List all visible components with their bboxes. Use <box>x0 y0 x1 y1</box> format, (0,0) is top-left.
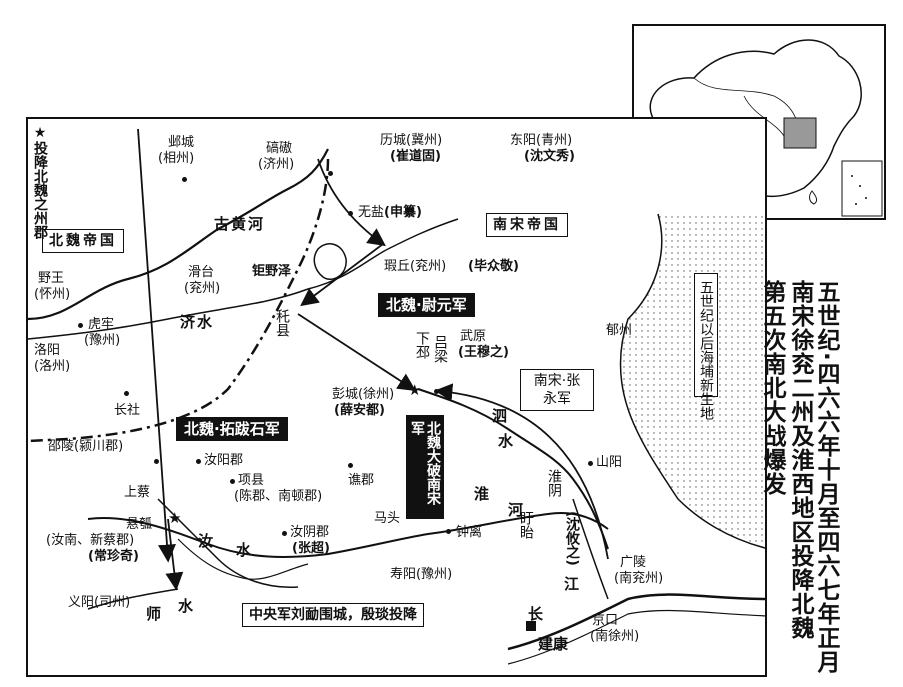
label-juye-lake: 钜野泽 <box>252 264 292 279</box>
place-hulao: 虎牢 <box>88 317 115 332</box>
place-guangling-sub: (南兖州) <box>614 571 664 586</box>
place-ruyin: 汝阴郡 <box>290 525 330 540</box>
battle-note: 北魏大破南宋军 <box>406 415 444 519</box>
place-yuzhou: 郁州 <box>606 323 633 338</box>
place-qiaoao: 碻磝 <box>266 141 293 156</box>
yangtze-river <box>507 593 765 651</box>
place-yewang: 野王 <box>38 271 65 286</box>
place-qiaojun: 谯郡 <box>348 473 375 488</box>
central-army-note: 中央军刘勔围城，殷琰投降 <box>242 603 424 627</box>
inset-highlight-region <box>783 117 817 149</box>
place-jingkou: 京口 <box>592 613 619 628</box>
title-line-1: 五世纪·四六六年十月至四六七年正月 <box>813 280 839 674</box>
arrow-wei-tuoba <box>137 128 176 563</box>
place-guangling: 广陵 <box>620 555 647 570</box>
place-changshe: 长社 <box>114 403 141 418</box>
place-huatai: 滑台 <box>188 265 215 280</box>
star-xuanhu: ★ <box>168 509 182 527</box>
place-licheng: 历城(冀州) <box>380 133 443 148</box>
place-chixian: 秅县 <box>274 309 290 337</box>
title-line-3: 第五次南北大战爆发 <box>759 280 785 496</box>
coastal-new-land <box>620 214 765 548</box>
coastline <box>619 213 765 549</box>
place-zhongli: 钟离 <box>456 525 483 540</box>
place-matou: 马头 <box>374 511 401 526</box>
place-wuyan: 无盐 <box>358 205 385 220</box>
arrow-song-zhang <box>434 383 609 560</box>
place-pengcheng-sub: (薛安都) <box>334 403 385 418</box>
army-wei-tuoba: 北魏·拓跋石军 <box>176 417 288 441</box>
title-line-2: 南宋徐兖二州及淮西地区投降北魏 <box>787 280 813 640</box>
place-yecheng: 邺城 <box>168 135 195 150</box>
juye-lake <box>313 243 347 280</box>
place-shouyang: 寿阳(豫州) <box>390 567 453 582</box>
place-pengcheng: 彭城(徐州) <box>332 387 395 402</box>
army-song-zhang: 南宋·张永军 <box>520 369 594 411</box>
place-qiaoao-sub: (济州) <box>258 157 295 172</box>
place-luoyang: 洛阳 <box>34 343 61 358</box>
place-dongyang-sub: (沈文秀) <box>524 149 575 164</box>
arrow-to-chixian <box>300 243 384 307</box>
place-xiaqiu: 瑕丘(兖州) <box>384 259 447 274</box>
place-wuyuan-sub: (王穆之) <box>458 345 509 360</box>
place-xuanhu-sub2: (常珍奇) <box>88 549 139 564</box>
map-lines <box>28 128 765 665</box>
region-north-wei: 北魏帝国 <box>42 229 124 253</box>
place-ruyin-sub: (张超) <box>292 541 330 556</box>
place-xuanhu-sub: (汝南、新蔡郡) <box>46 533 135 548</box>
ancient-yellow-river <box>28 148 329 321</box>
label-ru-1: 汝 <box>198 532 216 550</box>
region-south-song: 南宋帝国 <box>486 213 568 237</box>
arrow-wei-north <box>317 158 386 247</box>
label-huai-1: 淮 <box>474 485 492 503</box>
place-hulao-sub: (豫州) <box>84 333 121 348</box>
place-xiangxian-sub: (陈郡、南顿郡) <box>234 489 323 504</box>
label-shi-1: 师 <box>146 605 164 623</box>
huai-river <box>87 511 609 558</box>
label-chang-1: 长 <box>528 605 546 623</box>
label-si-2: 水 <box>498 432 516 450</box>
place-yiyang: 义阳(司州) <box>68 595 131 610</box>
label-yellow-river: 古黄河 <box>214 215 266 233</box>
place-yecheng-sub: (相州) <box>158 151 195 166</box>
label-ji-river: 济水 <box>180 313 215 331</box>
ru-river <box>157 498 299 588</box>
place-xiaqiu-sub: (毕众敬) <box>468 259 519 274</box>
place-huaiyin-sub: (沈攸之) <box>564 511 580 566</box>
place-huatai-sub: (兖州) <box>184 281 221 296</box>
place-xuanhu: 悬瓠 <box>126 517 153 532</box>
place-luoyang-sub: (洛州) <box>34 359 71 374</box>
army-wei-yuchi: 北魏·尉元军 <box>378 293 475 317</box>
place-huaiyin: 淮阴 <box>546 469 562 497</box>
ji-river <box>28 218 459 340</box>
place-licheng-sub: (崔道固) <box>390 149 441 164</box>
si-river <box>417 388 609 550</box>
place-jiankang: 建康 <box>538 635 569 653</box>
label-huai-2: 河 <box>508 501 526 519</box>
arrow-to-pengcheng <box>297 313 417 391</box>
capital-marker <box>526 621 536 631</box>
place-lvliang: 吕梁 <box>432 335 448 363</box>
place-xiapi: 下邳 <box>414 331 430 359</box>
place-wuyuan: 武原 <box>460 329 487 344</box>
place-dongyang: 东阳(青州) <box>510 133 573 148</box>
coastal-note: 五世纪以后海埔新生地 <box>694 273 718 420</box>
label-ru-2: 水 <box>236 541 254 559</box>
place-runyang: 汝阳郡 <box>204 453 244 468</box>
place-xiangxian: 项县 <box>238 473 265 488</box>
star-pengcheng: ★ <box>408 381 422 399</box>
place-shangcai: 上蔡 <box>124 485 151 500</box>
label-shi-2: 水 <box>178 597 196 615</box>
place-wuyan-sub: (申纂) <box>384 205 422 220</box>
label-si-1: 泗 <box>492 407 510 425</box>
place-yewang-sub: (怀州) <box>34 287 71 302</box>
north-south-border <box>28 158 330 443</box>
place-jingkou-sub: (南徐州) <box>590 629 640 644</box>
label-chang-2: 江 <box>564 575 582 593</box>
legend-star: ★投降北魏之州郡 <box>32 125 48 239</box>
place-shaoling: 邵陵(颍川郡) <box>48 439 124 454</box>
place-xuyi: 盱眙 <box>518 511 534 539</box>
place-shanyang: 山阳 <box>596 455 623 470</box>
main-map: 北魏帝国 南宋帝国 ★投降北魏之州郡 古黄河 钜野泽 济水 泗 水 淮 河 汝 … <box>26 117 767 677</box>
